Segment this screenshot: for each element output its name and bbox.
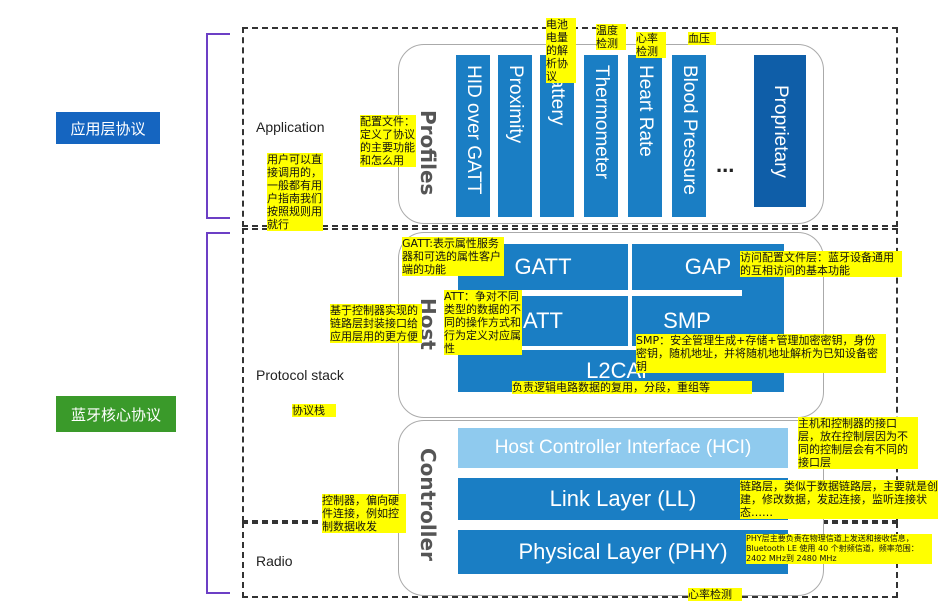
- note-protocol-stack: 协议栈: [292, 404, 336, 417]
- profiles-label: Profiles: [416, 110, 440, 196]
- note-link-layer: 链路层，类似于数据链路层，主要就是创建，修改数据，发起连接，监听连接状态……: [740, 480, 938, 519]
- phy-block: Physical Layer (PHY): [458, 530, 788, 574]
- app-layer-bracket: [206, 33, 230, 219]
- note-gap: 访问配置文件层：蓝牙设备通用的互相访问的基本功能: [740, 251, 902, 277]
- profile-thermometer: Thermometer: [584, 55, 618, 217]
- note-phy: PHY层主要负责在物理信道上发送和接收信息，Bluetooth LE 使用 40…: [746, 534, 932, 564]
- profile-blood-pressure: Blood Pressure: [672, 55, 706, 217]
- core-layer-bracket: [206, 232, 230, 594]
- note-bottom-heart-rate: 心率检测: [688, 588, 742, 601]
- profile-battery: Battery: [540, 55, 574, 217]
- note-profile-definition: 配置文件：定义了协议的主要功能和怎么用: [360, 115, 416, 167]
- hci-block: Host Controller Interface (HCI): [458, 428, 788, 468]
- profile-proximity: Proximity: [498, 55, 532, 217]
- note-host-controller: 基于控制器实现的链路层封装接口给应用层用的更方便: [330, 304, 422, 343]
- profiles-ellipsis: ...: [716, 152, 735, 177]
- note-heart-rate: 心率检测: [636, 32, 666, 58]
- app-layer-tag: 应用层协议: [56, 112, 160, 144]
- application-label: Application: [256, 119, 325, 135]
- note-blood-pressure: 血压: [688, 32, 716, 45]
- radio-label: Radio: [256, 553, 293, 569]
- profile-proprietary: Proprietary: [754, 55, 806, 207]
- profile-heart-rate: Heart Rate: [628, 55, 662, 217]
- controller-label: Controller: [416, 448, 440, 561]
- note-l2cap: 负责逻辑电路数据的复用，分段，重组等: [512, 381, 752, 394]
- note-smp: SMP：安全管理生成+存储+管理加密密钥，身份密钥，随机地址，并将随机地址解析为…: [636, 334, 886, 373]
- note-att: ATT：争对不同类型的数据的不同的操作方式和行为定义对应属性: [444, 290, 522, 355]
- note-temperature: 温度检测: [596, 24, 626, 50]
- protocol-stack-label: Protocol stack: [256, 367, 344, 383]
- note-hci: 主机和控制器的接口层，放在控制层因为不同的控制层会有不同的接口层: [798, 417, 918, 469]
- core-layer-tag: 蓝牙核心协议: [56, 396, 176, 432]
- profile-hid-over-gatt: HID over GATT: [456, 55, 490, 217]
- note-gatt: GATT:表示属性服务器和可选的属性客户端的功能: [402, 237, 504, 276]
- note-battery: 电池电量的解析协议: [546, 18, 576, 83]
- link-layer-block: Link Layer (LL): [458, 478, 788, 520]
- note-user-call: 用户可以直接调用的，一般都有用户指南我们按照规则用就行: [267, 153, 323, 231]
- note-controller: 控制器，偏向硬件连接，例如控制数据收发: [322, 494, 406, 533]
